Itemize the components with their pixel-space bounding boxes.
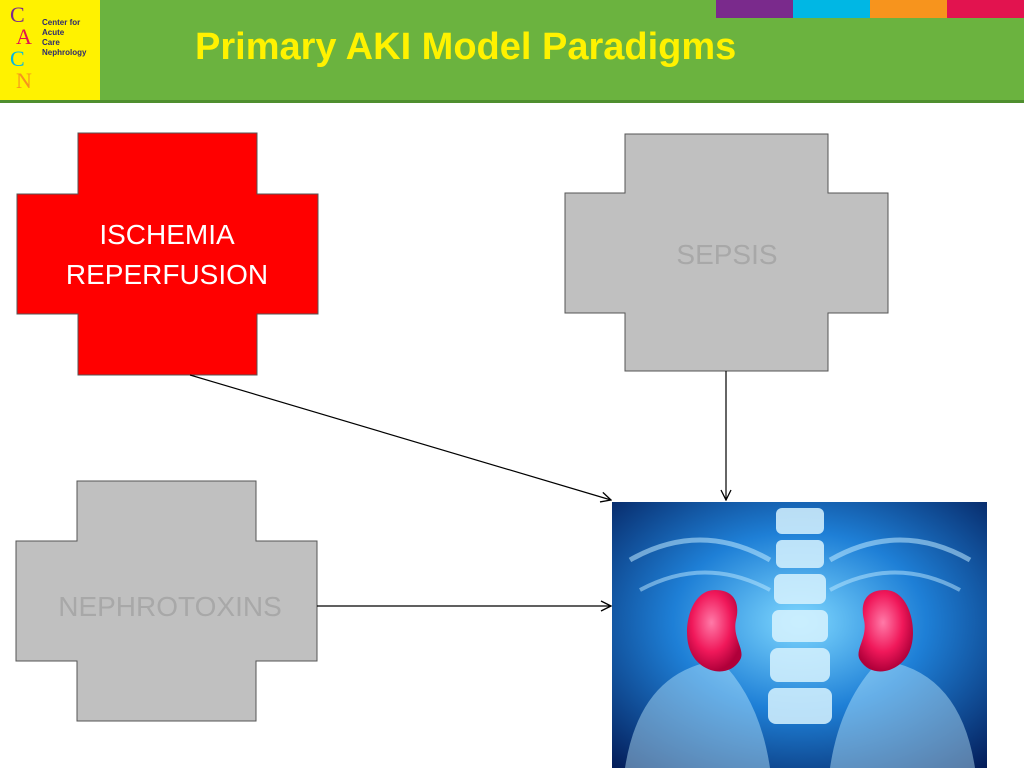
- logo-letter-2: A: [16, 24, 32, 49]
- kidney-xray-image: [612, 502, 987, 768]
- stripe-blue: [793, 0, 870, 18]
- arrow-ischemia-to-kidney: [189, 374, 611, 500]
- logo-letter-1: C: [10, 2, 25, 27]
- ischemia-label-line2: REPERFUSION: [66, 259, 268, 290]
- logo-line: Nephrology: [42, 48, 87, 57]
- rib-left: [628, 537, 772, 563]
- right-kidney: [858, 590, 913, 672]
- sepsis-label: SEPSIS: [676, 239, 777, 270]
- slide-title: Primary AKI Model Paradigms: [195, 26, 737, 68]
- spine: [768, 508, 832, 724]
- cacn-logo: C A C N Center for Acute Care Nephrology: [0, 0, 100, 100]
- ischemia-label-line1: ISCHEMIA: [99, 219, 235, 250]
- logo-line: Care: [42, 38, 60, 47]
- rib-right: [828, 537, 972, 563]
- node-ischemia-reperfusion: ISCHEMIA REPERFUSION: [16, 132, 319, 376]
- logo-line: Acute: [42, 28, 65, 37]
- cross-shape-gray: [15, 480, 318, 722]
- stripe-orange: [870, 0, 947, 18]
- stripe-purple: [716, 0, 793, 18]
- pelvis-left: [625, 660, 770, 768]
- nephrotoxins-label: NEPHROTOXINS: [58, 591, 282, 622]
- logo-letter-3: C: [10, 46, 25, 71]
- color-stripes: [716, 0, 1024, 18]
- left-kidney: [687, 590, 742, 672]
- cacn-letters-icon: C A C N: [10, 2, 32, 93]
- rib-right: [829, 570, 961, 592]
- header-divider: [0, 100, 1024, 103]
- rib-left: [639, 570, 771, 592]
- stripe-red: [947, 0, 1024, 18]
- logo-line: Center for: [42, 18, 81, 27]
- logo-wordmark: Center for Acute Care Nephrology: [42, 18, 86, 58]
- node-sepsis: SEPSIS: [564, 133, 889, 372]
- cross-shape-red: [16, 132, 319, 376]
- node-nephrotoxins: NEPHROTOXINS: [15, 480, 318, 722]
- cross-shape-gray: [564, 133, 889, 372]
- pelvis-right: [830, 660, 975, 768]
- logo-letter-4: N: [16, 68, 32, 93]
